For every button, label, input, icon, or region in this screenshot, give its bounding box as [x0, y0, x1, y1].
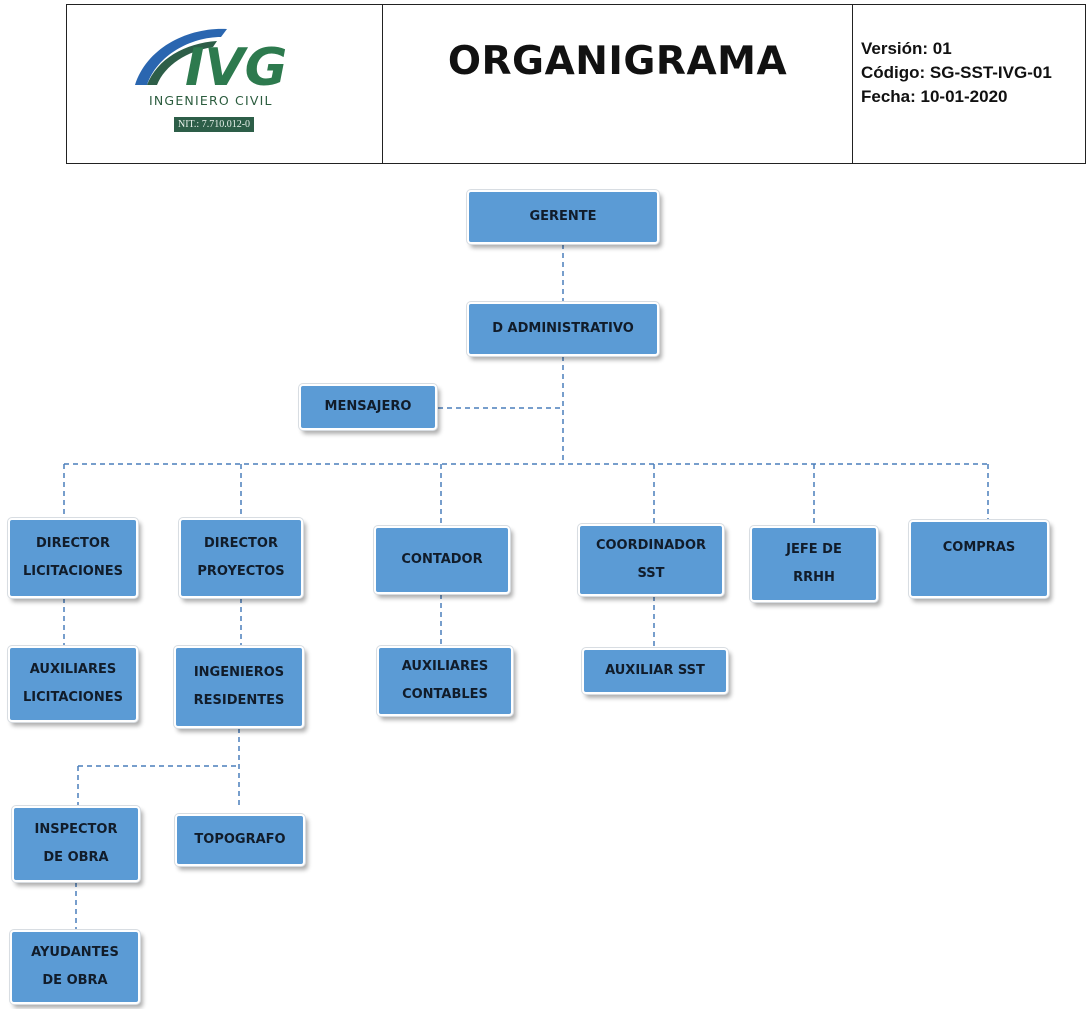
node-d-administrativo: D ADMINISTRATIVO	[467, 302, 659, 356]
node-jefe-rrhh: JEFE DE RRHH	[750, 526, 878, 602]
version-text: Versión: 01	[861, 39, 952, 58]
document-header: IVG INGENIERO CIVIL NIT.: 7.710.012-0 OR…	[66, 4, 1086, 164]
code-text: Código: SG-SST-IVG-01	[861, 63, 1052, 82]
node-auxiliares-licitaciones: AUXILIARES LICITACIONES	[8, 646, 138, 722]
node-topografo: TOPOGRAFO	[175, 814, 305, 866]
node-inspector-obra: INSPECTOR DE OBRA	[12, 806, 140, 882]
date-text: Fecha: 10-01-2020	[861, 87, 1008, 106]
node-director-licitaciones: DIRECTOR LICITACIONES	[8, 518, 138, 598]
logo-subtitle: INGENIERO CIVIL	[149, 93, 273, 108]
node-ayudantes-obra: AYUDANTES DE OBRA	[10, 930, 140, 1004]
node-contador: CONTADOR	[374, 526, 510, 594]
node-gerente: GERENTE	[467, 190, 659, 244]
page-title: ORGANIGRAMA	[447, 39, 788, 84]
logo-nit: NIT.: 7.710.012-0	[174, 117, 255, 132]
node-auxiliares-contables: AUXILIARES CONTABLES	[377, 646, 513, 716]
node-auxiliar-sst: AUXILIAR SST	[582, 648, 728, 694]
node-director-proyectos: DIRECTOR PROYECTOS	[179, 518, 303, 598]
node-compras: COMPRAS	[909, 520, 1049, 598]
title-cell: ORGANIGRAMA	[383, 5, 853, 163]
node-ingenieros-residentes: INGENIEROS RESIDENTES	[174, 646, 304, 728]
meta-cell: Versión: 01 Código: SG-SST-IVG-01 Fecha:…	[853, 5, 1085, 163]
logo-wordmark: IVG	[185, 38, 287, 98]
ivg-logo-icon: IVG	[135, 28, 287, 98]
logo-cell: IVG INGENIERO CIVIL NIT.: 7.710.012-0	[67, 5, 383, 163]
node-mensajero: MENSAJERO	[299, 384, 437, 430]
node-coordinador-sst: COORDINADOR SST	[578, 524, 724, 596]
